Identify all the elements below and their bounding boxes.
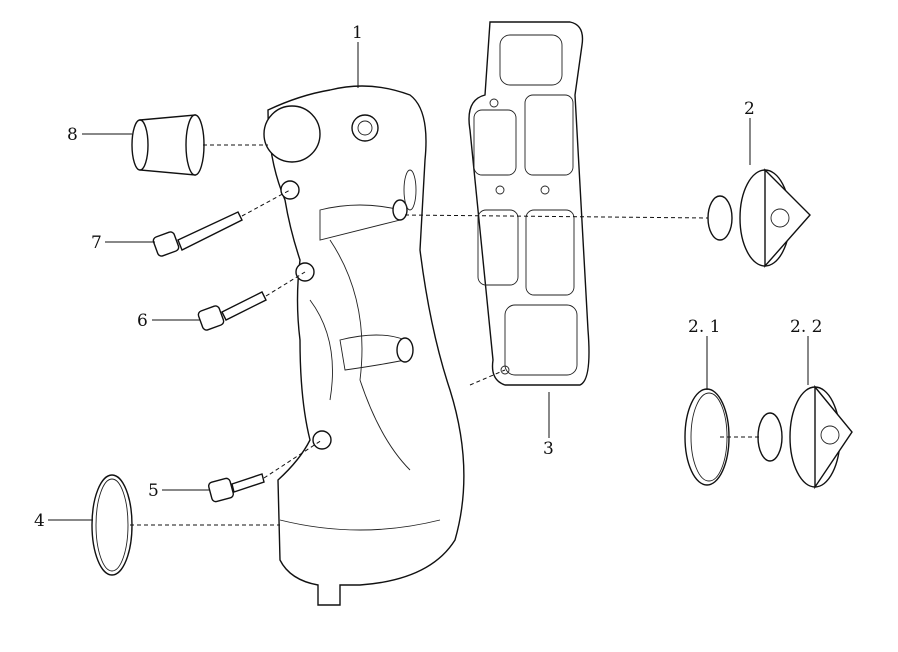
o-ring — [91, 474, 133, 576]
thermostat-housing — [263, 85, 465, 606]
label-thermostat-insert: 2. 2 — [790, 317, 822, 337]
label-bolt-middle: 6 — [137, 311, 148, 331]
label-pipe-sleeve: 8 — [67, 125, 78, 145]
label-gasket: 3 — [543, 439, 554, 459]
label-thermostat: 2 — [744, 99, 755, 119]
bolt-lower — [207, 473, 265, 503]
label-bolt-lower: 5 — [148, 481, 159, 501]
label-housing: 1 — [352, 23, 363, 43]
label-o-ring: 4 — [34, 511, 45, 531]
bolt-middle — [197, 291, 267, 331]
bolt-upper — [152, 211, 243, 257]
thermostat — [707, 168, 811, 268]
pipe-sleeve — [131, 114, 205, 176]
thermostat-insert — [757, 385, 853, 490]
label-bolt-upper: 7 — [91, 233, 102, 253]
gasket — [468, 21, 590, 386]
label-seal-ring: 2. 1 — [688, 317, 720, 337]
